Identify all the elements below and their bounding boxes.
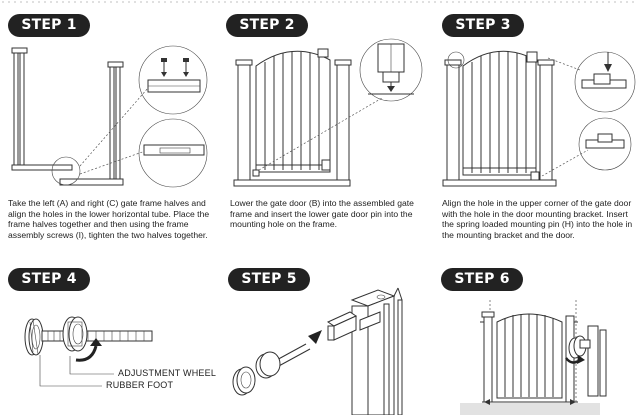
wall-cup-detail [565,325,607,397]
gate-door [255,48,331,173]
foot-assembly [232,343,311,396]
step-5-badge: STEP 5 [228,268,310,291]
right-frame-half [59,61,124,186]
gate-door [462,50,540,181]
step-3-badge: STEP 3 [442,14,524,37]
rubber-foot-label: RUBBER FOOT [106,380,174,390]
step-1-badge: STEP 1 [8,14,90,37]
step-6-badge: STEP 6 [441,268,523,291]
screw-detail-circle [138,45,208,115]
top-edge-dots [0,0,636,4]
step-1-description: Take the left (A) and right (C) gate fra… [8,198,210,240]
door-pin-detail-circle [578,117,632,171]
adjustment-wheel-label: ADJUSTMENT WHEEL [118,368,217,378]
step-2-description: Lower the gate door (B) into the assembl… [230,198,414,230]
step-4-badge: STEP 4 [8,268,90,291]
step-3-description: Align the hole in the upper corner of th… [442,198,633,240]
left-frame-half [11,47,73,171]
bracket-detail-circle [574,51,636,113]
tube-detail-circle [138,118,208,188]
pin-detail-circle [359,38,423,102]
corner-bracket [326,311,381,341]
rubber-foot [24,318,44,356]
frame-post [350,287,403,415]
step-2-badge: STEP 2 [226,14,308,37]
adjustment-wheel [62,316,88,352]
installed-gate-door [496,313,563,399]
